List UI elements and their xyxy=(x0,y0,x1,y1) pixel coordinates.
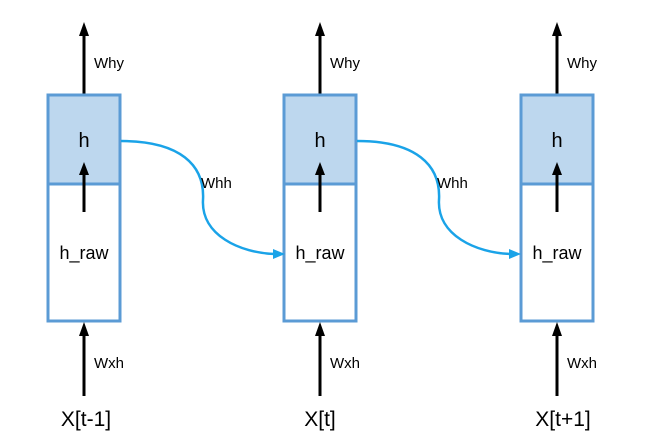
input-label-2: X[t] xyxy=(304,408,336,431)
recurrent-connection-2: Whh xyxy=(356,139,521,259)
recurrent-weight-label-2: Whh xyxy=(437,175,468,192)
output-arrowhead-3 xyxy=(552,22,562,36)
raw-state-label-3: h_raw xyxy=(532,243,582,264)
input-label-1: X[t-1] xyxy=(61,408,111,431)
input-weight-label-1: Wxh xyxy=(94,355,124,372)
rnn-cell-1: Why h h_raw Wxh X[t-1] xyxy=(46,22,125,431)
recurrent-arrowhead-2 xyxy=(509,249,521,259)
input-weight-label-3: Wxh xyxy=(567,355,597,372)
hidden-state-label-1: h xyxy=(78,130,89,152)
recurrent-weight-label-1: Whh xyxy=(201,175,232,192)
output-weight-label-1: Why xyxy=(94,55,125,72)
output-weight-label-2: Why xyxy=(330,55,361,72)
hidden-state-label-3: h xyxy=(551,130,562,152)
raw-state-label-1: h_raw xyxy=(59,243,109,264)
input-arrowhead-2 xyxy=(315,322,325,336)
recurrent-arrow-1 xyxy=(120,139,276,256)
raw-state-box-3 xyxy=(519,182,595,323)
recurrent-connection-1: Whh xyxy=(120,139,285,259)
output-weight-label-3: Why xyxy=(567,55,598,72)
raw-to-hidden-arrowhead-3 xyxy=(552,162,562,175)
output-arrowhead-1 xyxy=(79,22,89,36)
input-label-3: X[t+1] xyxy=(535,408,590,431)
rnn-cell-3: Why h h_raw Wxh X[t+1] xyxy=(519,22,598,431)
recurrent-arrowhead-1 xyxy=(273,249,285,259)
rnn-cell-2: Why h h_raw Wxh X[t] xyxy=(282,22,361,431)
raw-to-hidden-arrowhead-2 xyxy=(315,162,325,175)
input-arrowhead-1 xyxy=(79,322,89,336)
raw-to-hidden-arrowhead-1 xyxy=(79,162,89,175)
input-arrowhead-3 xyxy=(552,322,562,336)
hidden-state-label-2: h xyxy=(314,130,325,152)
output-arrowhead-2 xyxy=(315,22,325,36)
recurrent-arrow-2 xyxy=(356,139,512,256)
input-weight-label-2: Wxh xyxy=(330,355,360,372)
raw-state-label-2: h_raw xyxy=(295,243,345,264)
